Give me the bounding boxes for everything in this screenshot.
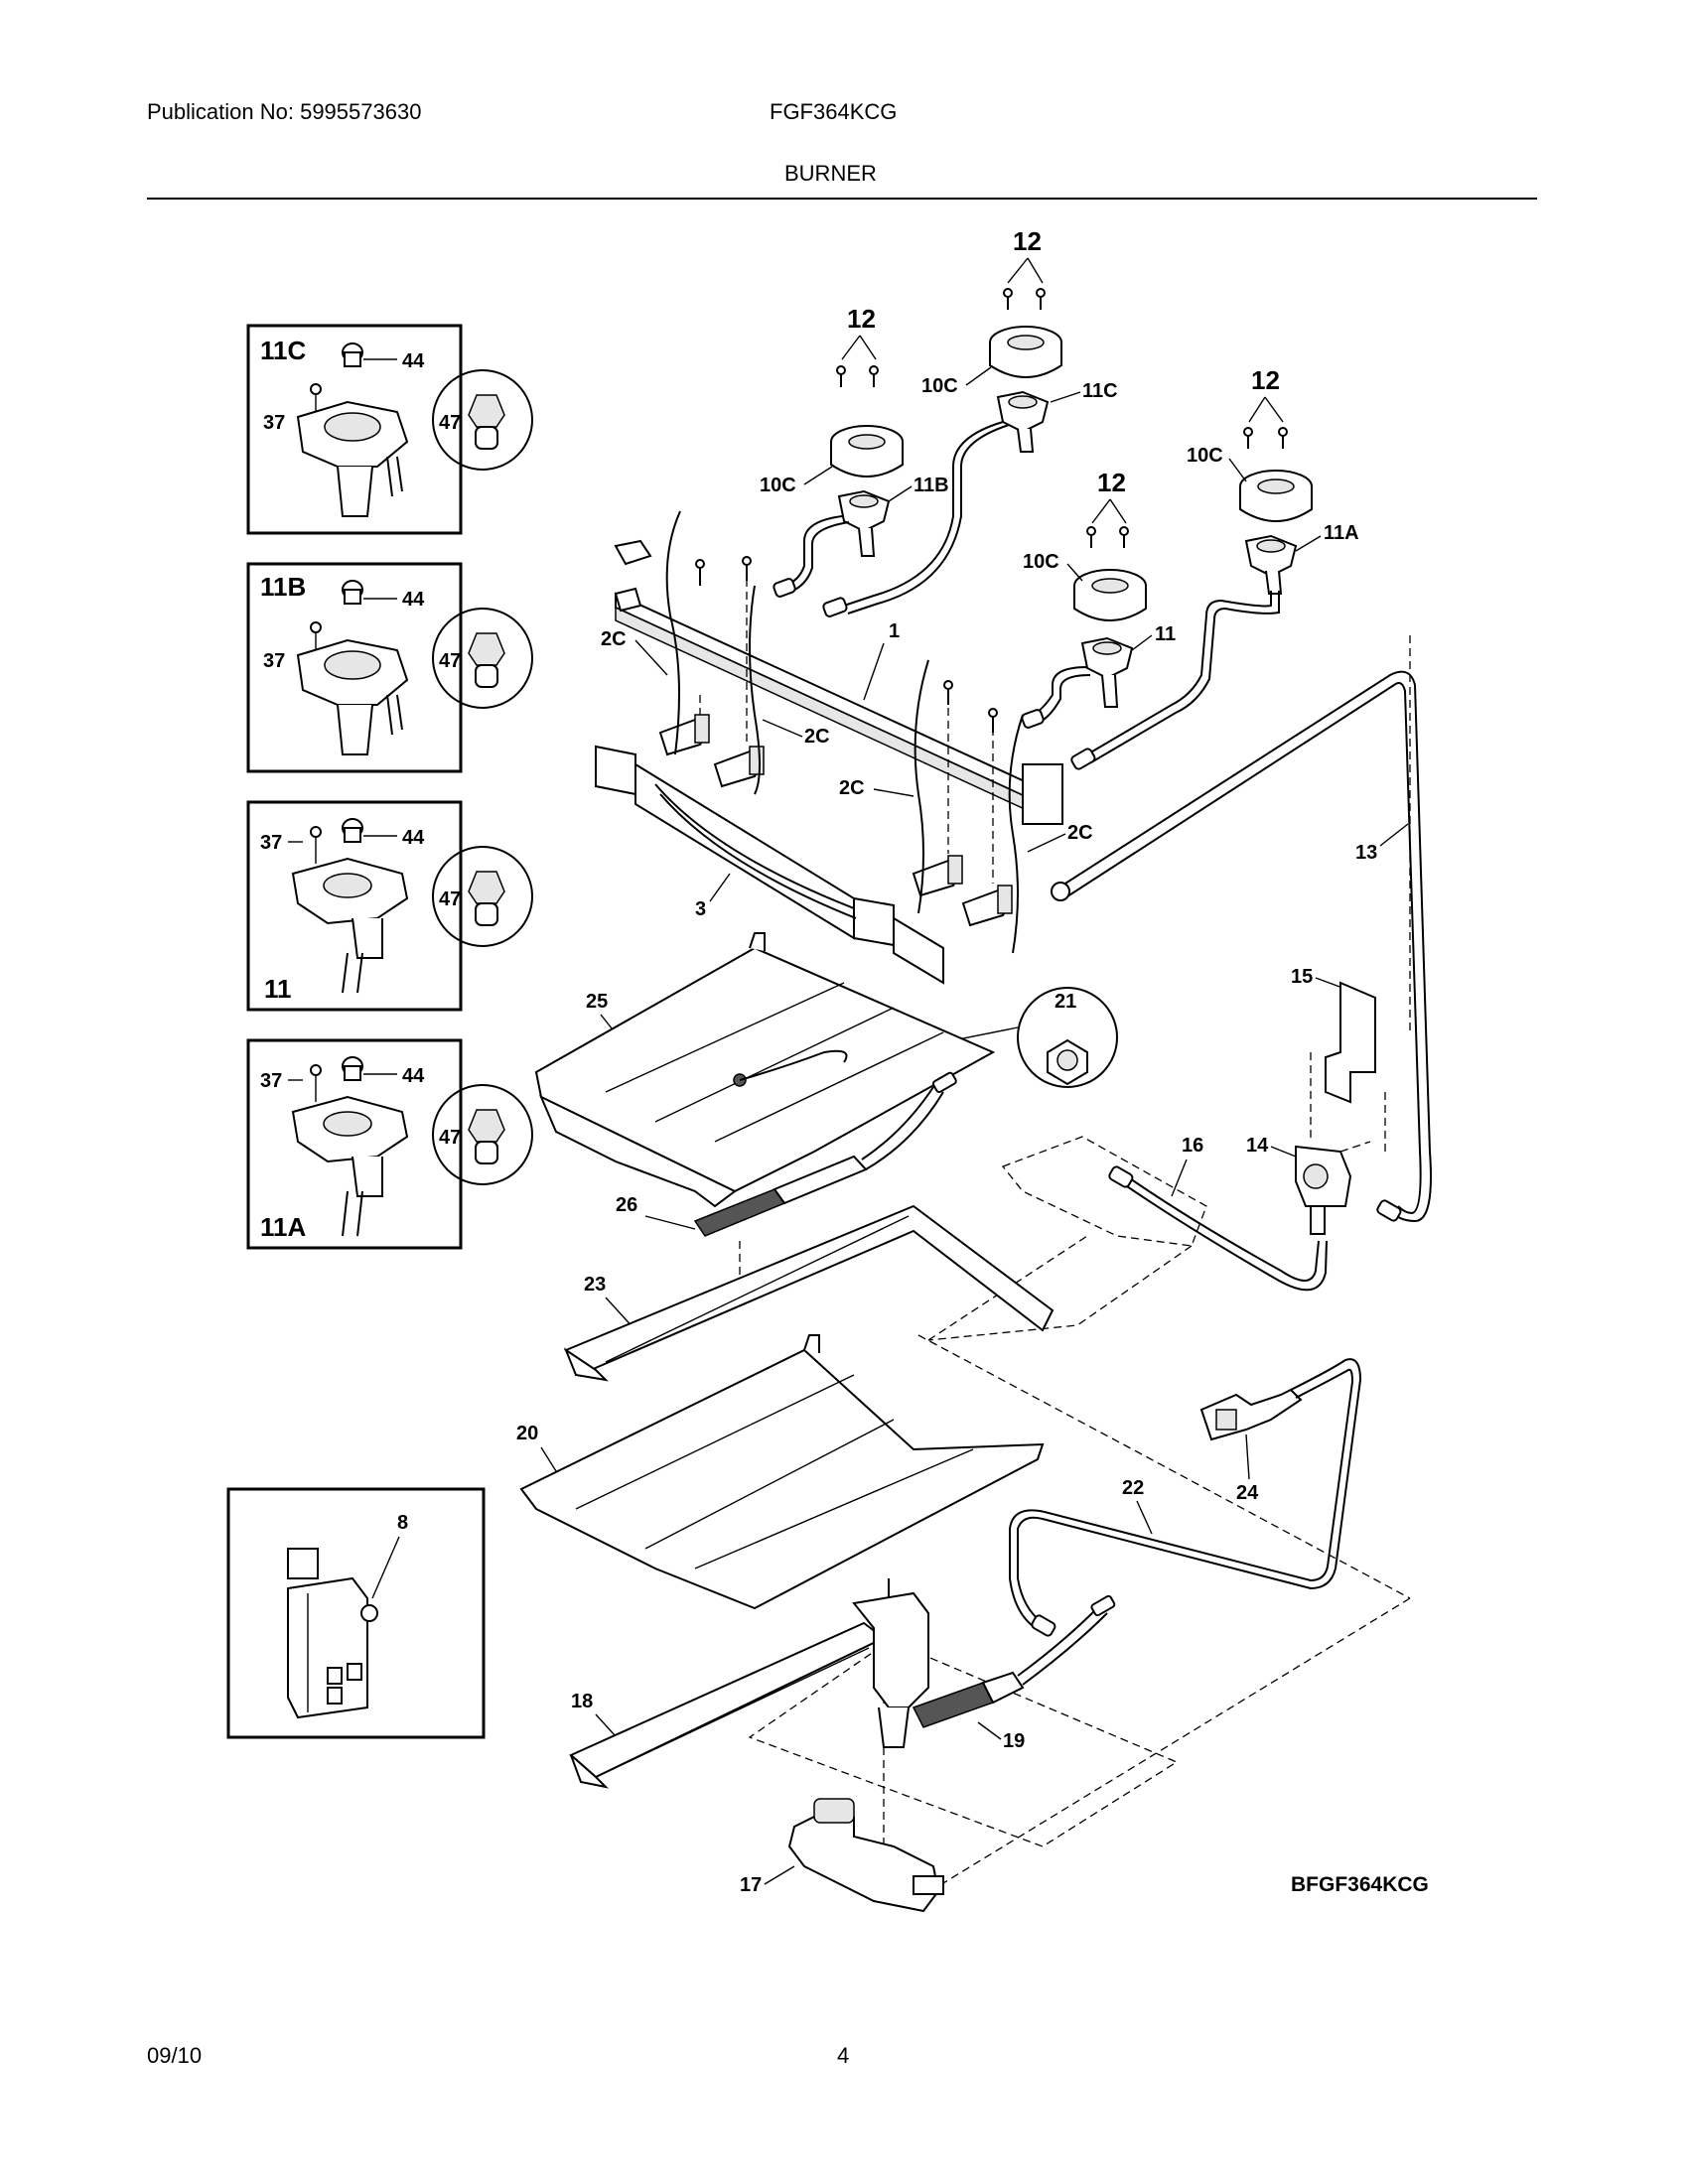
igniter-26: 26 [616, 1071, 957, 1291]
inset-11c-title: 11C [260, 336, 306, 365]
callout-12-right: 12 [1251, 365, 1280, 395]
callout-2c-b: 2C [804, 726, 830, 748]
callout-10c-right: 10C [1187, 445, 1223, 467]
inset-11a-label-44: 44 [402, 1065, 425, 1087]
callout-11: 11 [1155, 623, 1176, 645]
footer-page-number: 4 [837, 2043, 850, 2068]
callout-19: 19 [1003, 1730, 1025, 1752]
burner-top-left: 12 10C 11B [760, 304, 949, 598]
callout-23: 23 [584, 1274, 606, 1296]
oven-baffle-20: 20 [516, 1334, 1045, 1610]
inset-11b-label-44: 44 [402, 589, 425, 611]
callout-10c-top: 10C [921, 375, 958, 397]
inset-11-label-37: 37 [260, 832, 282, 854]
callout-24: 24 [1236, 1482, 1259, 1504]
inset-11b-title: 11B [260, 572, 306, 602]
callout-10c-left: 10C [760, 475, 796, 496]
callout-1: 1 [889, 620, 900, 642]
inset-11a-label-47: 47 [439, 1127, 461, 1149]
callout-21: 21 [1055, 991, 1076, 1013]
bracket-15: 15 [1291, 966, 1386, 1152]
callout-18: 18 [571, 1691, 593, 1712]
inset-11b: 11B 44 37 47 [246, 562, 533, 773]
callout-16: 16 [1182, 1135, 1203, 1157]
gas-line-13: 13 [1051, 635, 1432, 1223]
inset-11a: 37 44 11A 47 [246, 1038, 533, 1250]
inset-11-title: 11 [264, 974, 292, 1004]
callout-14: 14 [1246, 1135, 1269, 1157]
callout-3: 3 [695, 898, 706, 920]
burner-far-right: 12 10C 11A [1070, 365, 1359, 770]
inset-11c-label-37: 37 [263, 412, 285, 434]
inset-11a-label-37: 37 [260, 1070, 282, 1092]
callout-10c-mid: 10C [1023, 551, 1059, 573]
callout-11b: 11B [914, 475, 949, 496]
inset-11-label-44: 44 [402, 827, 425, 849]
callout-12-top: 12 [1013, 226, 1042, 256]
regulator-14: 14 [1246, 1135, 1371, 1235]
inset-11c: 11C 44 37 47 [246, 324, 533, 535]
valve-4 [961, 715, 1013, 927]
inset-11a-title: 11A [260, 1212, 306, 1242]
valve-1 [658, 695, 710, 756]
tube-16: 16 [1108, 1135, 1328, 1292]
callout-2c-a: 2C [601, 628, 627, 650]
valve-3 [912, 695, 963, 897]
callout-11c: 11C [1082, 380, 1118, 402]
section-title: BURNER [784, 161, 877, 186]
baffle-25: 25 [534, 932, 996, 1208]
broil-burner-23: 23 [563, 1204, 1055, 1382]
callout-22: 22 [1122, 1477, 1144, 1499]
inset-11: 37 44 11 47 [246, 800, 533, 1012]
inset-8: 8 [226, 1487, 486, 1739]
inset-11c-label-44: 44 [402, 350, 425, 372]
callout-11a: 11A [1324, 522, 1359, 544]
inset-11b-label-37: 37 [263, 650, 285, 672]
callout-12-mid: 12 [1097, 468, 1126, 497]
igniter-19: 19 [912, 1594, 1116, 1752]
inset-11b-label-47: 47 [439, 650, 461, 672]
callout-26: 26 [616, 1194, 637, 1216]
burner-middle-right: 12 10C 11 [1021, 468, 1176, 729]
callout-20: 20 [516, 1423, 538, 1444]
callout-2c-d: 2C [1067, 822, 1093, 844]
callout-25: 25 [586, 991, 608, 1013]
valve-24: 24 22 [1009, 1358, 1362, 1637]
manifold-assembly: 1 2C [595, 510, 1093, 985]
burner-top-center: 12 10C 11C [822, 226, 1118, 617]
callout-12-left: 12 [847, 304, 876, 334]
callout-17: 17 [740, 1874, 762, 1896]
footer-date: 09/10 [147, 2043, 203, 2068]
diagram-code: BFGF364KCG [1291, 1873, 1429, 1896]
bake-burner-18: 18 [569, 1578, 929, 1789]
safety-valve-17: 17 [740, 1798, 944, 1913]
callout-13: 13 [1355, 842, 1377, 864]
callout-2c-c: 2C [839, 777, 865, 799]
inset-11-label-47: 47 [439, 888, 461, 910]
inset-11c-label-47: 47 [439, 412, 461, 434]
publication-number: Publication No: 5995573630 [147, 99, 422, 124]
callout-15: 15 [1291, 966, 1313, 988]
inset-8-label: 8 [397, 1512, 408, 1534]
header-rule [147, 198, 1537, 200]
model-number: FGF364KCG [770, 99, 898, 124]
